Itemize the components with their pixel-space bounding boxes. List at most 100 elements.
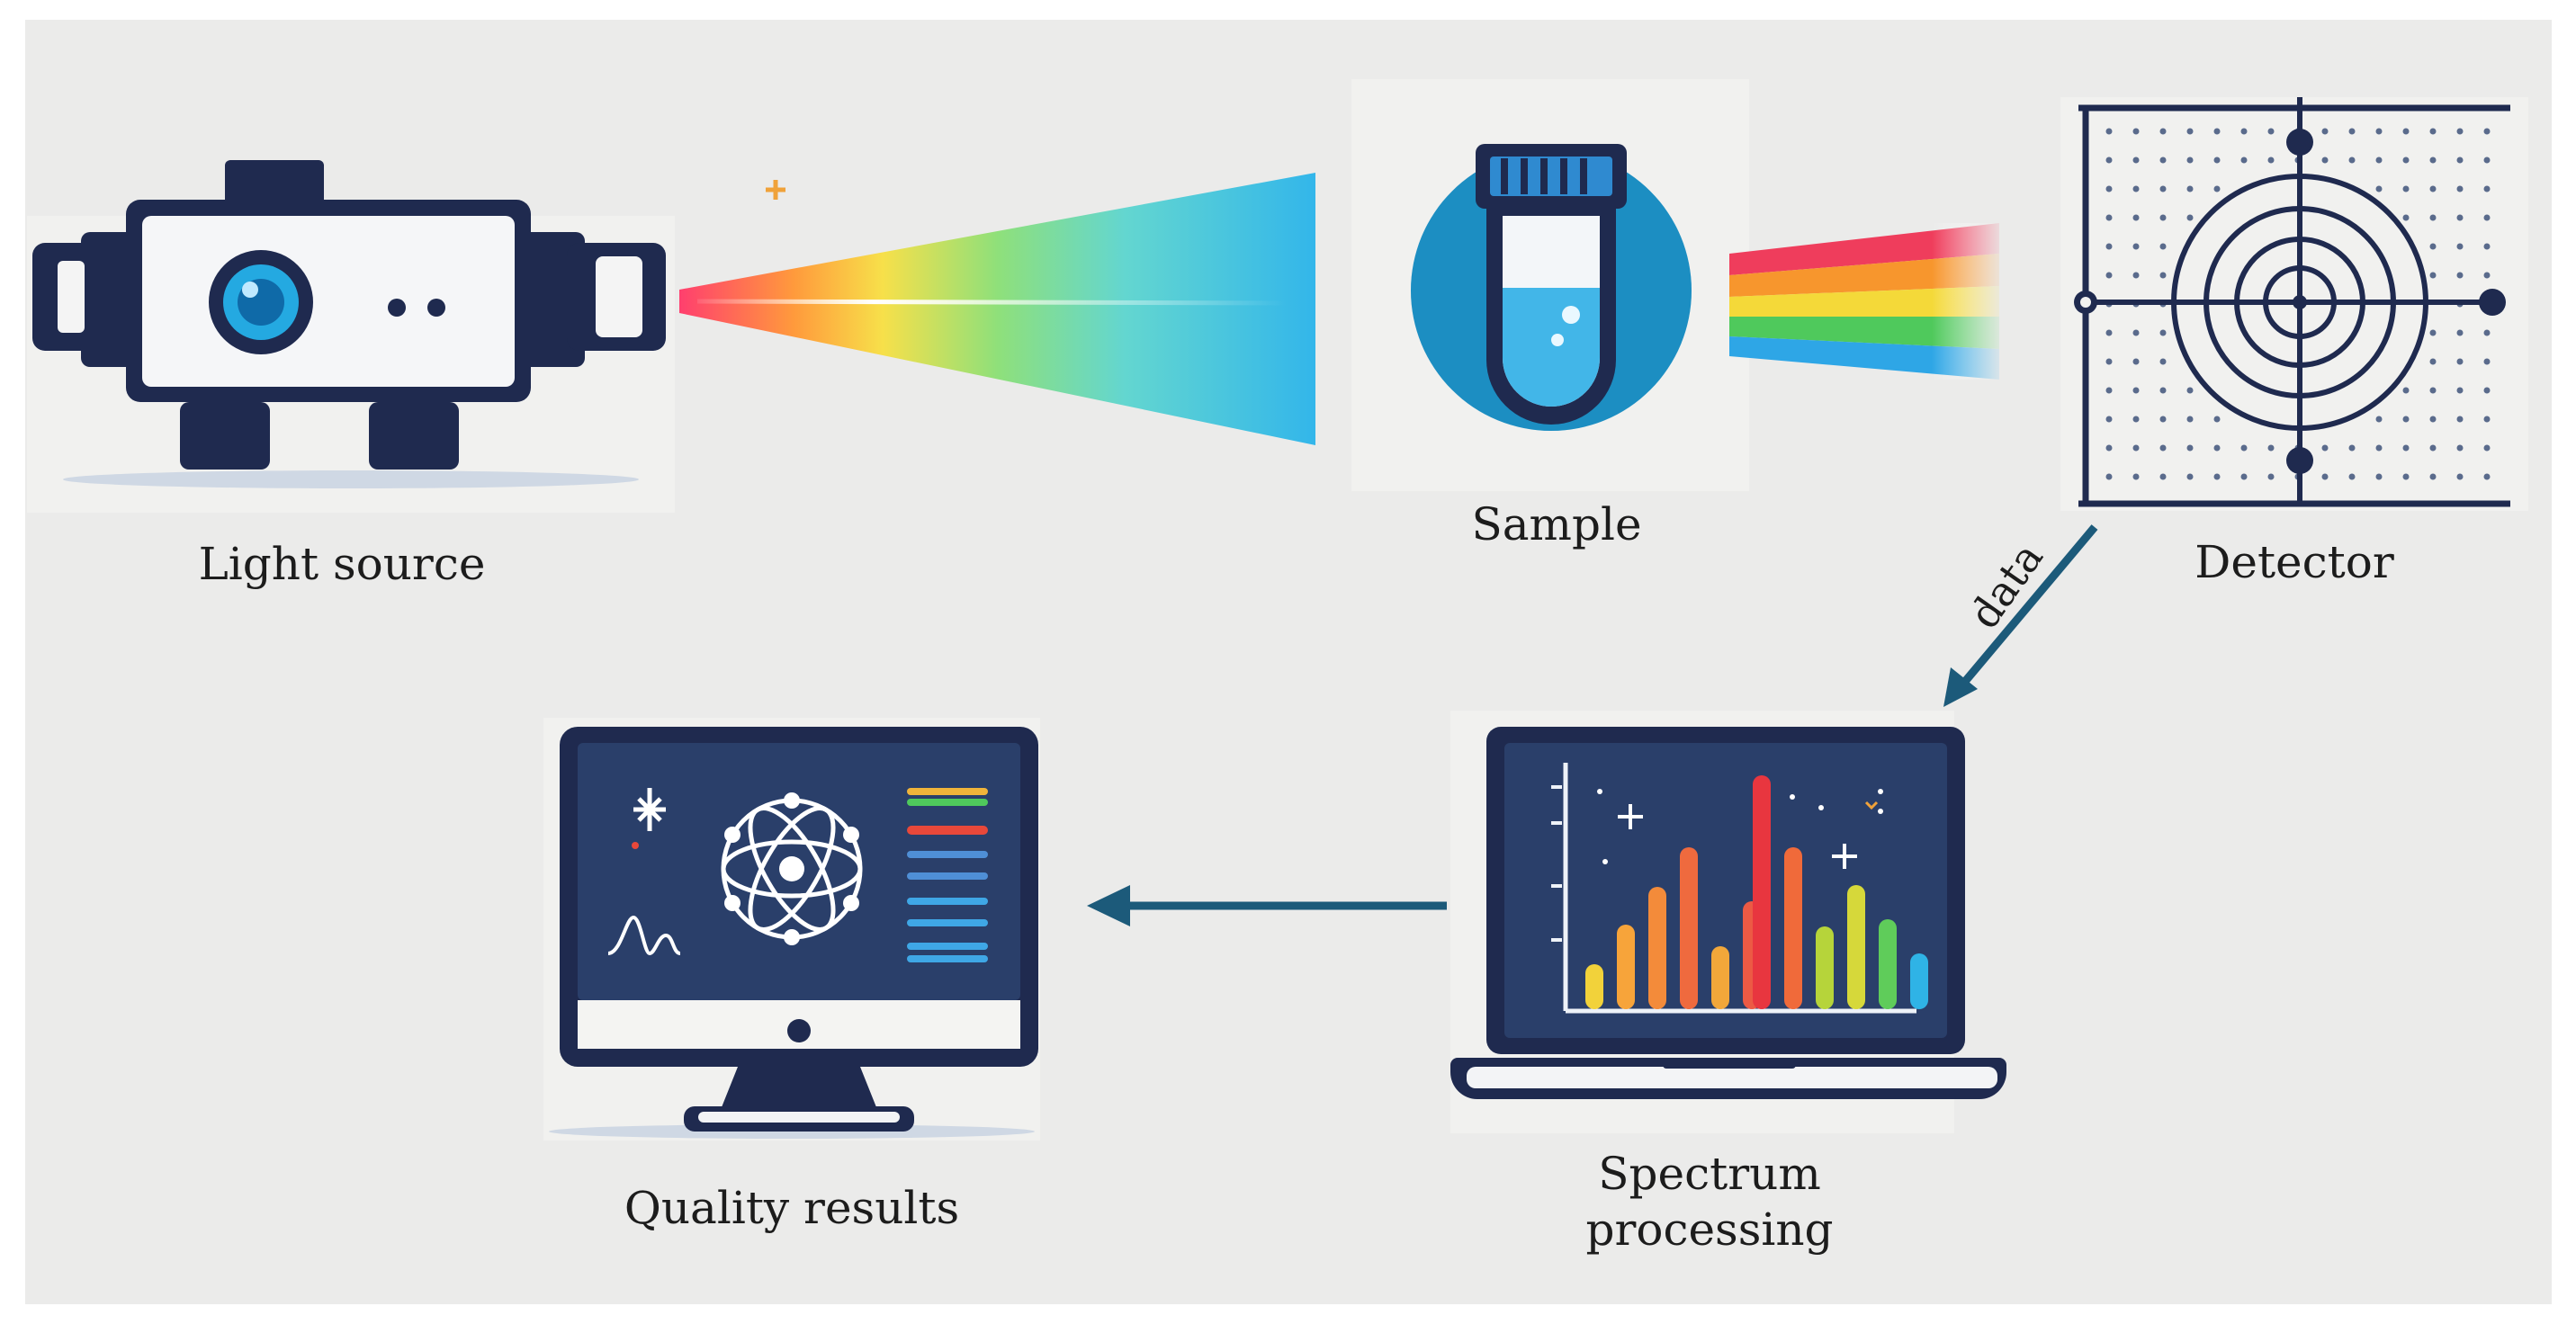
spectrum-bars	[1585, 775, 1928, 1009]
detector-grid-dot	[2159, 157, 2167, 164]
results-arrow	[1087, 885, 1447, 926]
detector-grid-dot	[2105, 157, 2113, 164]
spectrum-processing-label: Spectrum processing	[1512, 1146, 1907, 1257]
detector-grid-dot	[2402, 416, 2410, 423]
detector-grid-dot	[2159, 128, 2167, 135]
detector-grid-dot	[2186, 128, 2194, 135]
detector-grid-dot	[2105, 416, 2113, 423]
detector-grid-dot	[2159, 272, 2167, 279]
detector-grid-dot	[2456, 128, 2464, 135]
detector-grid-dot	[2105, 473, 2113, 480]
detector-grid-dot	[2132, 185, 2140, 192]
detector-grid-dot	[2456, 214, 2464, 221]
data-arrow	[1943, 524, 2098, 707]
detector-grid-dot	[2483, 185, 2491, 192]
detector-grid-dot	[2267, 128, 2275, 135]
sample-label: Sample	[1471, 498, 1642, 550]
detector-grid-dot	[2240, 157, 2248, 164]
detector-grid-dot	[2105, 358, 2113, 365]
detector-grid-dot	[2429, 157, 2437, 164]
detector-grid-dot	[2186, 444, 2194, 452]
detector-grid-dot	[2159, 329, 2167, 336]
detector-grid-dot	[2429, 416, 2437, 423]
detector-grid-dot	[2456, 444, 2464, 452]
light-source-icon	[27, 160, 785, 513]
detector-grid-dot	[2159, 185, 2167, 192]
detector-grid-dot	[2159, 473, 2167, 480]
detector-grid-dot	[2456, 473, 2464, 480]
detector-label: Detector	[2195, 536, 2394, 588]
detector-grid-dot	[2267, 444, 2275, 452]
detector-grid-dot	[2321, 444, 2329, 452]
detector-icon	[2060, 97, 2528, 511]
detector-grid-dot	[2402, 214, 2410, 221]
detector-grid-dot	[2375, 128, 2383, 135]
detector-grid-dot	[2348, 473, 2356, 480]
detector-grid-dot	[2213, 128, 2221, 135]
detector-grid-dot	[2132, 243, 2140, 250]
detector-grid-dot	[2105, 128, 2113, 135]
detector-grid-dot	[2159, 416, 2167, 423]
spectrum-beam-icon	[1729, 223, 1999, 380]
monitor-results-icon	[543, 718, 1040, 1141]
detector-grid-dot	[2348, 128, 2356, 135]
detector-grid-dot	[2132, 128, 2140, 135]
detector-grid-dot	[2132, 272, 2140, 279]
detector-grid-dot	[2456, 157, 2464, 164]
detector-grid-dot	[2429, 444, 2437, 452]
detector-grid-dot	[2483, 214, 2491, 221]
detector-grid-dot	[2375, 157, 2383, 164]
detector-grid-dot	[2375, 473, 2383, 480]
detector-grid-dot	[2321, 128, 2329, 135]
detector-grid-dot	[2240, 128, 2248, 135]
detector-grid-dot	[2456, 358, 2464, 365]
detector-grid-dot	[2429, 185, 2437, 192]
detector-grid-dot	[2483, 128, 2491, 135]
detector-grid-dot	[2429, 329, 2437, 336]
detector-grid-dot	[2456, 272, 2464, 279]
detector-grid-dot	[2429, 387, 2437, 394]
detector-grid-dot	[2240, 473, 2248, 480]
detector-grid-dot	[2186, 157, 2194, 164]
detector-grid-dot	[2159, 214, 2167, 221]
detector-grid-dot	[2456, 387, 2464, 394]
light-source-label: Light source	[198, 538, 486, 590]
detector-grid-dot	[2375, 444, 2383, 452]
detector-grid-dot	[2132, 157, 2140, 164]
detector-grid-dot	[2348, 444, 2356, 452]
detector-grid-dot	[2429, 473, 2437, 480]
detector-grid-dot	[2105, 243, 2113, 250]
detector-grid-dot	[2105, 444, 2113, 452]
detector-grid-dot	[2186, 185, 2194, 192]
laptop-spectrum-icon	[1450, 711, 2006, 1133]
detector-grid-dot	[2429, 358, 2437, 365]
light-beam-icon	[679, 173, 1315, 445]
detector-grid-dot	[2321, 473, 2329, 480]
detector-grid-dot	[2240, 444, 2248, 452]
detector-grid-dot	[2483, 243, 2491, 250]
detector-grid-dot	[2402, 473, 2410, 480]
detector-grid-dot	[2483, 329, 2491, 336]
detector-grid-dot	[2402, 157, 2410, 164]
detector-grid-dot	[2456, 243, 2464, 250]
detector-grid-dot	[2402, 128, 2410, 135]
quality-results-label: Quality results	[624, 1182, 960, 1234]
detector-grid-dot	[2429, 128, 2437, 135]
detector-grid-dot	[2186, 387, 2194, 394]
detector-grid-dot	[2132, 358, 2140, 365]
detector-grid-dot	[2213, 444, 2221, 452]
detector-grid-dot	[2132, 473, 2140, 480]
detector-grid-dot	[2321, 157, 2329, 164]
detector-grid-dot	[2105, 387, 2113, 394]
detector-grid-dot	[2456, 185, 2464, 192]
sample-tube-icon	[1351, 79, 1749, 491]
detector-grid-dot	[2105, 329, 2113, 336]
detector-grid-dot	[2267, 157, 2275, 164]
detector-grid-dot	[2213, 185, 2221, 192]
detector-grid-dot	[2402, 444, 2410, 452]
detector-grid-dot	[2132, 329, 2140, 336]
detector-grid-dot	[2375, 416, 2383, 423]
detector-grid-dot	[2132, 416, 2140, 423]
detector-grid-dot	[2186, 214, 2194, 221]
